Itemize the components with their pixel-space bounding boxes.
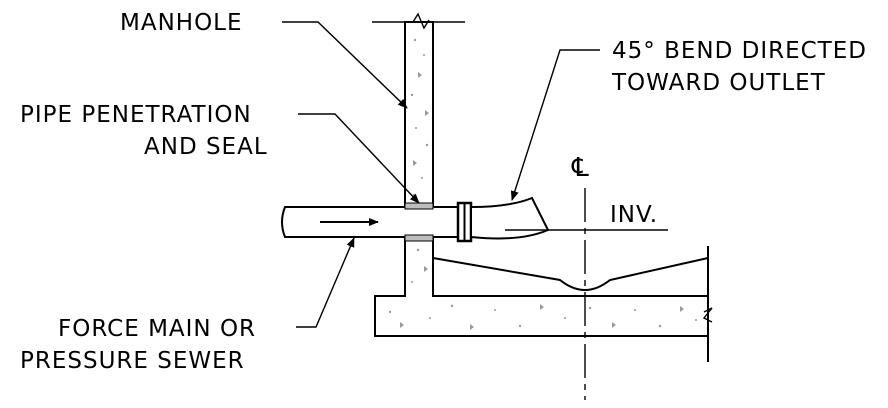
pipe-seal-top bbox=[404, 202, 434, 210]
pipe-penetration-leader bbox=[298, 113, 420, 204]
force-main-label-line1: FORCE MAIN OR bbox=[58, 316, 256, 342]
bend-fitting bbox=[470, 196, 550, 240]
callouts: MANHOLE PIPE PENETRATION AND SEAL 45° BE… bbox=[20, 10, 867, 374]
manhole-bench bbox=[432, 246, 709, 362]
bend-leader bbox=[510, 49, 600, 201]
manhole-label: MANHOLE bbox=[120, 10, 243, 36]
wall-break-symbol bbox=[412, 12, 430, 30]
bend-label-line1: 45° BEND DIRECTED bbox=[612, 38, 867, 64]
manhole-leader bbox=[282, 21, 408, 109]
pipe-penetration-label-line1: PIPE PENETRATION bbox=[20, 102, 252, 128]
pipe-penetration-label-line2: AND SEAL bbox=[144, 134, 268, 160]
centerline-group: ℄ INV. bbox=[505, 153, 668, 400]
force-main-label-line2: PRESSURE SEWER bbox=[20, 348, 245, 374]
force-main-leader bbox=[296, 237, 355, 328]
force-main-pipe bbox=[281, 196, 550, 243]
bend-label-line2: TOWARD OUTLET bbox=[611, 70, 826, 96]
manhole-wall-upper bbox=[404, 21, 434, 209]
bench-surface bbox=[432, 257, 709, 291]
centerline-symbol: ℄ bbox=[571, 153, 590, 183]
manhole-wall-lower-and-base bbox=[374, 237, 709, 337]
pipe-seal-bottom bbox=[404, 234, 434, 242]
invert-label: INV. bbox=[610, 202, 658, 228]
concrete-hatching bbox=[388, 38, 697, 330]
